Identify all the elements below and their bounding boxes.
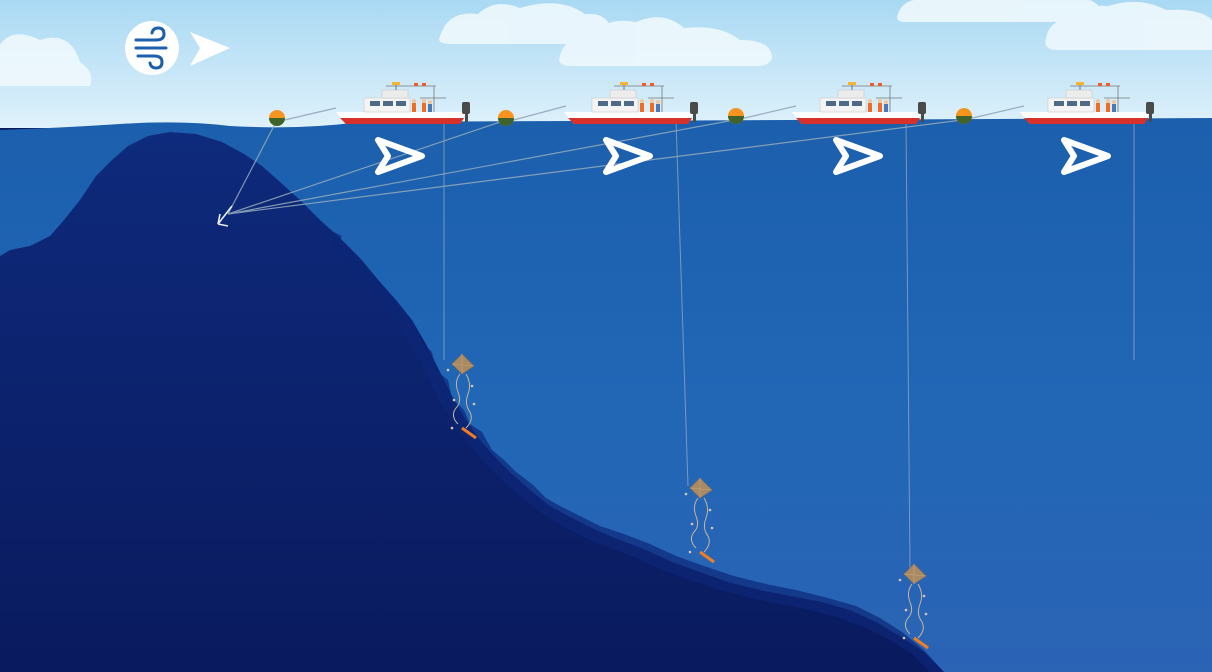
buoy [269, 110, 285, 126]
buoy [498, 110, 514, 126]
buoy [956, 108, 972, 124]
buoy [728, 108, 744, 124]
